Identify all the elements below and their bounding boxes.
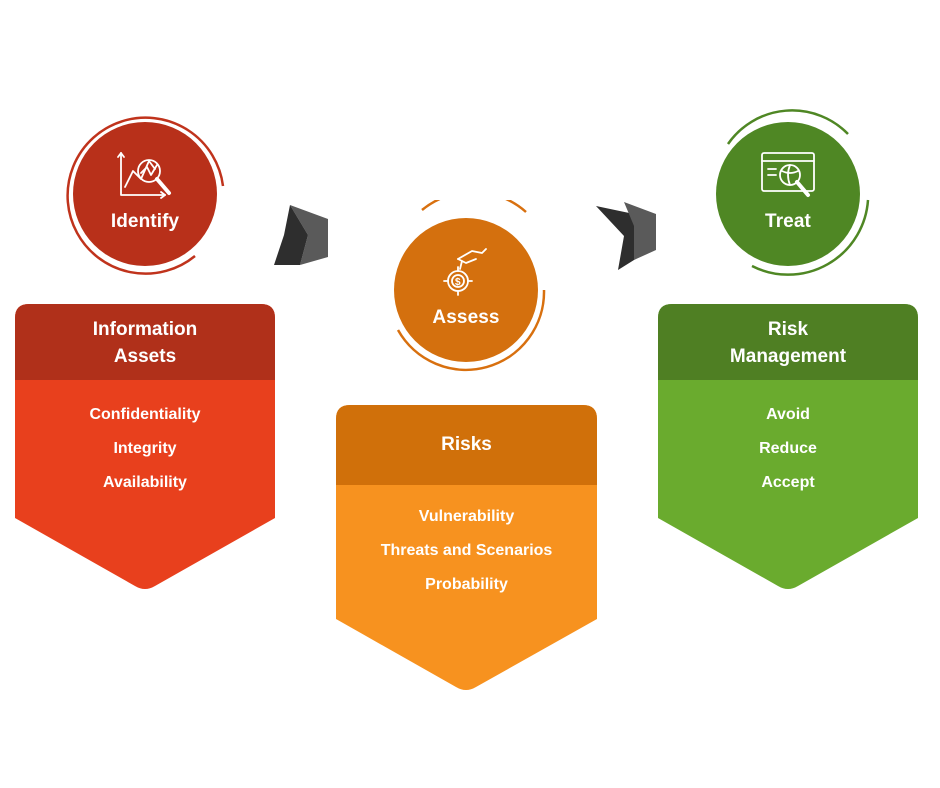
list-item: Integrity xyxy=(113,440,177,457)
list-item: Confidentiality xyxy=(89,406,201,423)
treat-label: Treat xyxy=(765,211,811,232)
identify-circle: Identify xyxy=(55,104,235,284)
assess-card: Risks Vulnerability Threats and Scenario… xyxy=(336,405,597,691)
list-item: Avoid xyxy=(766,406,810,423)
browser-globe-magnifier-icon xyxy=(761,152,815,197)
identify-card-title-line2: Assets xyxy=(113,346,177,367)
hand-coin-gear-icon: $ xyxy=(443,248,487,296)
svg-text:$: $ xyxy=(455,277,461,288)
assess-card-header: Risks xyxy=(336,415,597,473)
arrow-identify-to-assess-icon xyxy=(274,205,328,265)
assess-label: Assess xyxy=(432,307,500,328)
treat-card-items: Avoid Reduce Accept xyxy=(658,398,918,500)
assess-card-title: Risks xyxy=(441,433,492,455)
treat-card-title-line2: Management xyxy=(729,346,847,367)
identify-card-header: Information Assets xyxy=(15,314,275,372)
identify-ring xyxy=(66,116,225,275)
assess-circle: $ Assess xyxy=(376,200,556,380)
treat-circle: Treat xyxy=(698,104,878,284)
identify-card-items: Confidentiality Integrity Availability xyxy=(15,398,275,500)
assess-ring xyxy=(396,200,546,372)
identify-card-title-line1: Information xyxy=(92,319,198,340)
list-item: Probability xyxy=(425,576,508,593)
arrow-assess-to-treat-icon xyxy=(596,202,656,270)
treat-card: Risk Management Avoid Reduce Accept xyxy=(658,304,918,590)
treat-card-header: Risk Management xyxy=(658,314,918,372)
assess-card-items: Vulnerability Threats and Scenarios Prob… xyxy=(336,500,597,602)
identify-label: Identify xyxy=(110,211,180,232)
list-item: Threats and Scenarios xyxy=(380,542,553,559)
list-item: Availability xyxy=(103,474,187,491)
identify-card: Information Assets Confidentiality Integ… xyxy=(15,304,275,590)
analytics-magnifier-icon xyxy=(117,152,171,199)
treat-card-title-line1: Risk xyxy=(767,319,809,340)
treat-ring xyxy=(726,109,870,276)
list-item: Reduce xyxy=(759,440,817,457)
list-item: Accept xyxy=(761,474,815,491)
list-item: Vulnerability xyxy=(418,508,515,525)
